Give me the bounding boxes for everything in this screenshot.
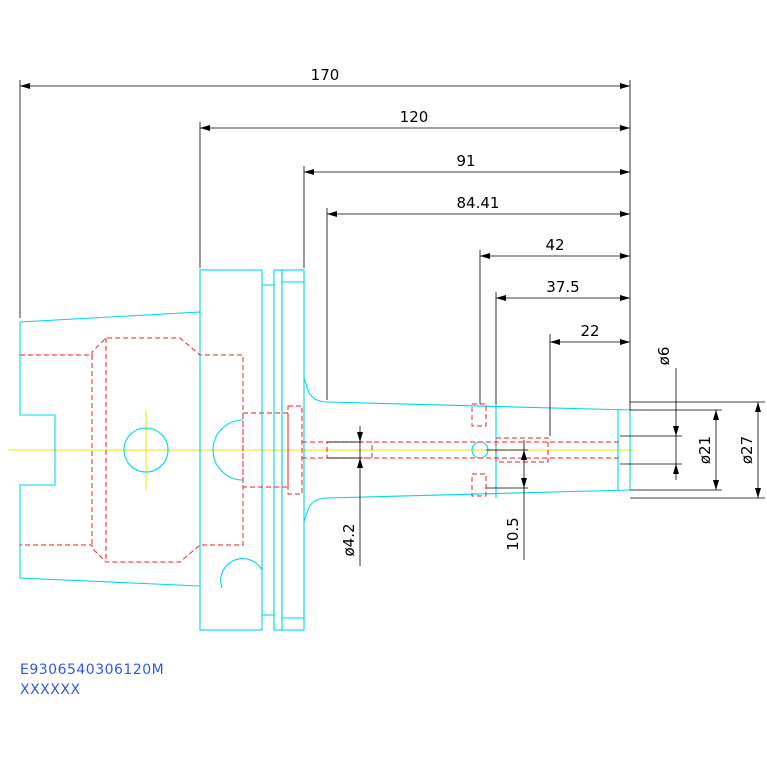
dim-dia-27: ø27	[738, 436, 756, 464]
tool-holder-outline	[19, 269, 631, 631]
dim-170: 170	[311, 66, 340, 84]
dim-dia-6: ø6	[655, 347, 673, 366]
dim-91: 91	[456, 152, 475, 170]
dimension-lines	[19, 80, 765, 566]
dim-10-5: 10.5	[504, 517, 522, 550]
title-block: E9306540306120M XXXXXX	[20, 662, 164, 698]
dim-84-41: 84.41	[457, 194, 500, 212]
dim-22: 22	[580, 322, 599, 340]
dim-120: 120	[400, 108, 429, 126]
part-number: E9306540306120M	[20, 662, 164, 678]
dimension-labels: 170 120 91 84.41 42 37.5 22 ø6 ø21 ø27 ø…	[311, 66, 756, 557]
dim-dia-4-2: ø4.2	[340, 523, 358, 556]
centerlines	[8, 410, 635, 490]
part-name: XXXXXX	[20, 682, 81, 698]
dim-dia-21: ø21	[696, 436, 714, 464]
dim-42: 42	[545, 236, 564, 254]
dim-37-5: 37.5	[546, 278, 579, 296]
